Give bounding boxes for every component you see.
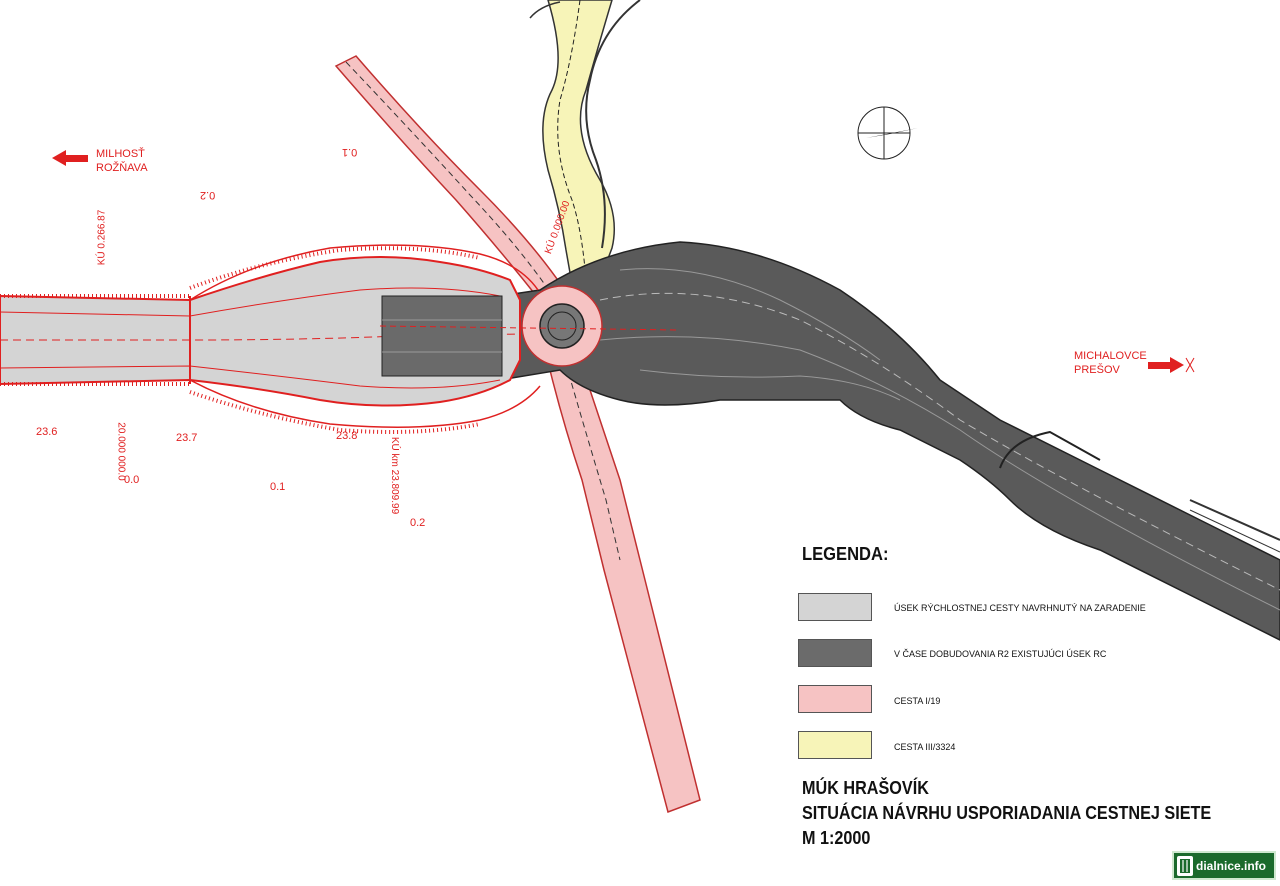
legend-label-proposed: ÚSEK RÝCHLOSTNEJ CESTY NAVRHNUTÝ NA ZARA… [894, 603, 1146, 613]
legend-swatch-proposed [798, 593, 872, 621]
watermark-badge[interactable]: dialnice.info [1172, 851, 1276, 880]
road-proposed-expressway [0, 244, 541, 434]
legend-title: LEGENDA: [802, 544, 889, 564]
road-i19-south [547, 359, 701, 813]
direction-east-line1: MICHALOVCE [1074, 350, 1147, 362]
arrow-east-icon [1148, 357, 1195, 373]
direction-east-line2: PREŠOV [1074, 364, 1120, 376]
chainage-label: 23.6 [36, 426, 58, 438]
station-label: KÚ 0.266.87 [96, 209, 108, 266]
legend-label-iii3324: CESTA III/3324 [894, 742, 956, 752]
chainage-label: 0.2 [200, 189, 216, 201]
legend-label-existing: V ČASE DOBUDOVANIA R2 EXISTUJÚCI ÚSEK RC [894, 649, 1107, 659]
chainage-label: 23.8 [336, 430, 358, 442]
legend-swatch-iii3324 [798, 731, 872, 759]
chainage-label: 0.2 [410, 517, 426, 529]
road-r2-existing [379, 241, 1280, 641]
legend-swatch-existing [798, 639, 872, 667]
station-label: 20.000 000.0 [115, 422, 127, 481]
badge-text: dialnice.info [1196, 858, 1267, 873]
roundabout [379, 285, 681, 367]
north-arrow-icon [857, 106, 918, 160]
chainage-label: 23.7 [176, 432, 198, 444]
legend-swatch-i19 [798, 685, 872, 713]
chainage-label: 0.0 [124, 474, 140, 486]
chainage-label: 0.1 [342, 146, 358, 158]
legend-label-i19: CESTA I/19 [894, 696, 941, 706]
drawing-title: MÚK HRAŠOVÍK [802, 778, 929, 798]
arrow-west-icon [52, 150, 88, 166]
drawing-scale: M 1:2000 [802, 828, 871, 848]
station-label: KÚ km 23.809.99 [389, 436, 401, 515]
highway-icon [1177, 855, 1193, 876]
chainage-label: 0.1 [270, 481, 286, 493]
direction-west-line1: MILHOSŤ [96, 148, 145, 160]
direction-west-line2: ROŽŇAVA [96, 162, 148, 174]
drawing-subtitle: SITUÁCIA NÁVRHU USPORIADANIA CESTNEJ SIE… [802, 803, 1212, 823]
